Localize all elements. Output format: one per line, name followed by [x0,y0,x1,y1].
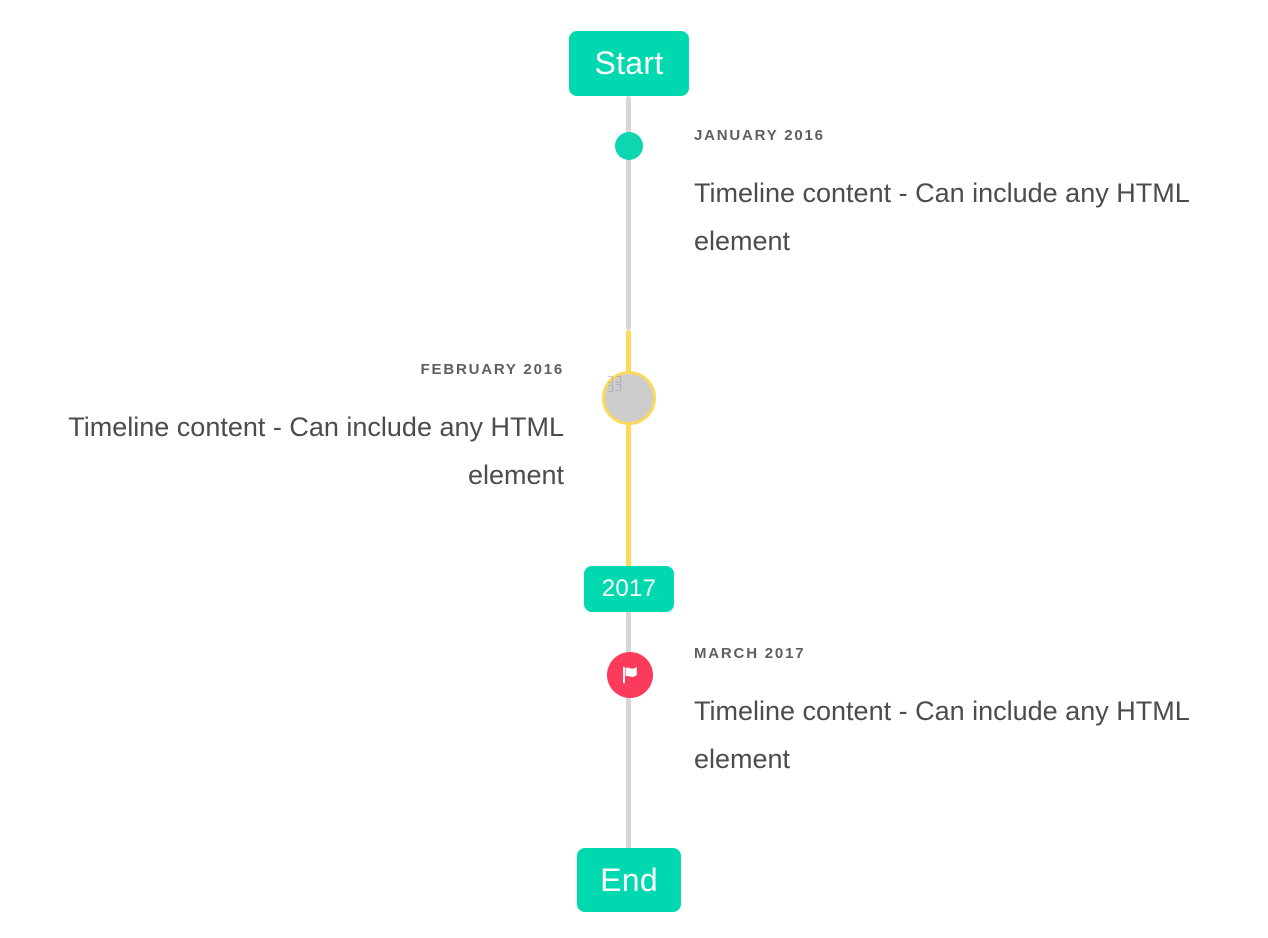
timeline-event-content: FEBRUARY 2016 Timeline content - Can inc… [40,362,564,499]
timeline-event-body: Timeline content - Can include any HTML … [694,696,1189,775]
timeline-end-badge[interactable]: End [577,848,681,912]
timeline-marker-march[interactable] [607,652,653,698]
timeline-event-date: MARCH 2017 [694,645,806,662]
timeline-start-badge[interactable]: Start [569,31,689,96]
broken-image-icon [608,376,638,407]
timeline-year-badge[interactable]: 2017 [584,566,674,612]
timeline-event-body: Timeline content - Can include any HTML … [68,412,564,491]
dot-icon[interactable] [615,132,643,160]
timeline-axis-segment-top [626,96,631,330]
timeline-axis-segment-highlighted [626,330,631,568]
timeline-event-content: MARCH 2017 Timeline content - Can includ… [694,646,1224,783]
timeline-axis-segment-bottom [626,610,631,854]
timeline-event-date: JANUARY 2016 [694,127,825,144]
timeline-event-content: JANUARY 2016 Timeline content - Can incl… [694,128,1224,265]
timeline-event-date: FEBRUARY 2016 [420,361,564,378]
timeline-event-body: Timeline content - Can include any HTML … [694,178,1189,257]
flag-icon [623,666,637,684]
timeline-marker-february[interactable] [602,371,656,425]
